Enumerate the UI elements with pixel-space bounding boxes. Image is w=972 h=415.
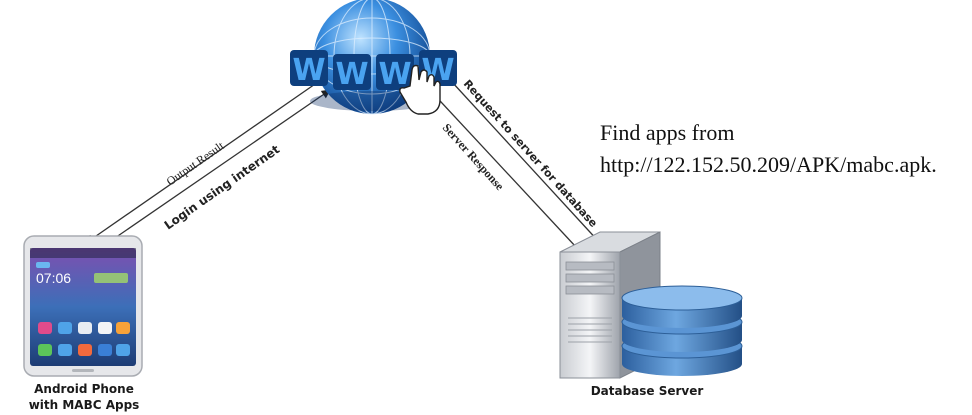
- www-letter: W: [378, 57, 411, 92]
- phone-app-grid: [38, 322, 130, 356]
- label-login-internet: Login using internet: [162, 142, 283, 232]
- database-caption: Database Server: [590, 384, 704, 398]
- www-letter: W: [292, 53, 325, 88]
- phone-clock: 07:06: [36, 270, 71, 286]
- download-note-line1: Find apps from: [600, 120, 735, 145]
- www-globe-icon: W W W W: [290, 0, 457, 115]
- www-letter: W: [335, 57, 368, 92]
- phone-caption-line1: Android Phone: [34, 382, 134, 396]
- arrow-server-response: [427, 87, 577, 248]
- label-request-server: Request to server for database: [461, 77, 600, 230]
- connection-arrows: [85, 81, 601, 248]
- database-cylinder-icon: [621, 285, 743, 376]
- download-note-url: http://122.152.50.209/APK/mabc.apk.: [600, 152, 937, 177]
- database-server-icon: [559, 231, 743, 379]
- phone-caption-line2: with MABC Apps: [28, 398, 140, 412]
- arrow-request-server: [451, 81, 601, 244]
- android-phone-icon: 07:06: [23, 235, 143, 377]
- hand-cursor-icon: [399, 64, 441, 115]
- arrow-login-internet: [111, 89, 331, 241]
- arrow-output-result: [85, 81, 319, 244]
- phone-caption: Android Phone with MABC Apps: [14, 381, 154, 413]
